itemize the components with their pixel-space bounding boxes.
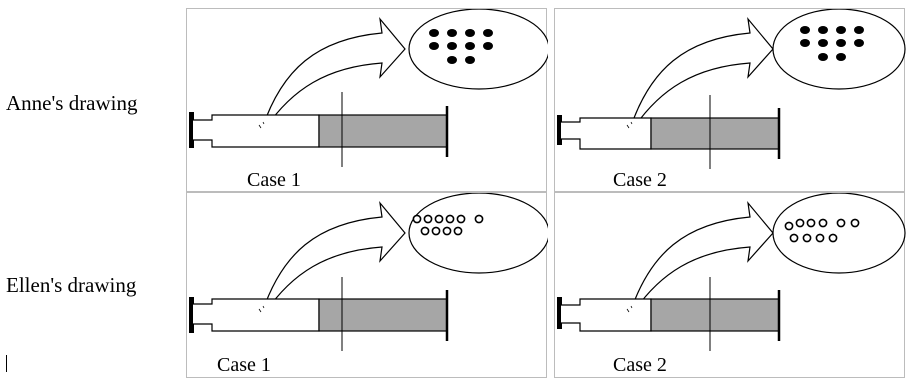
particle [854,26,864,34]
particle [445,214,455,224]
plunger [650,117,780,150]
panel-ellen-case-1: Case 1 [186,192,548,378]
particle [465,29,475,37]
particle-bubble [772,9,906,90]
particle [836,26,846,34]
particle [453,226,463,236]
syringe [189,92,449,167]
particle [836,39,846,47]
particle [412,214,422,224]
particle [429,42,439,50]
case-label: Case 1 [247,169,301,191]
particle [456,214,466,224]
particle [442,226,452,236]
particles [800,26,864,61]
particle [474,214,484,224]
magnifier-arrow [261,200,406,314]
anne-row-label: Anne's drawing [6,91,138,115]
particle-bubble [408,9,548,90]
particle [818,39,828,47]
particles [784,218,860,243]
syringe [557,277,781,351]
particle [818,218,828,228]
particle [447,56,457,64]
particle [465,56,475,64]
particle [828,233,838,243]
plunger [318,298,448,332]
particle [431,226,441,236]
plunger [650,298,780,332]
syringe-diagram [557,9,906,169]
particle [815,233,825,243]
case-label: Case 1 [217,354,271,376]
particle [465,42,475,50]
panel-ellen-case-2: Case 2 [554,192,906,378]
particle [423,214,433,224]
particle [836,218,846,228]
particle [806,218,816,228]
text-cursor [6,355,7,372]
magnifier-arrow [261,16,406,130]
particle [836,53,846,61]
magnifier-arrow [629,200,774,314]
syringe [557,95,781,169]
particle [850,218,860,228]
magnifier-arrow [629,16,774,130]
particle [818,53,828,61]
particle [434,214,444,224]
syringe-diagram [189,193,548,351]
particle [802,233,812,243]
case-label: Case 2 [613,169,667,191]
particle-bubble [772,193,906,274]
particles [412,214,484,236]
panel-anne-case-2: Case 2 [554,8,906,192]
particle [854,39,864,47]
particle [784,221,794,231]
particle [447,42,457,50]
plunger [318,114,448,148]
particle-bubble [408,193,548,274]
particle [795,218,805,228]
particle [800,39,810,47]
particle [483,29,493,37]
particle [800,26,810,34]
particle [447,29,457,37]
particle [429,29,439,37]
particle [818,26,828,34]
ellen-row-label: Ellen's drawing [6,273,137,297]
syringe [189,277,449,351]
panel-anne-case-1: Case 1 [186,8,548,192]
particle [483,42,493,50]
particles [429,29,493,64]
case-label: Case 2 [613,354,667,376]
particle [420,226,430,236]
syringe-diagram [189,9,548,167]
particle [789,233,799,243]
syringe-diagram [557,193,906,351]
